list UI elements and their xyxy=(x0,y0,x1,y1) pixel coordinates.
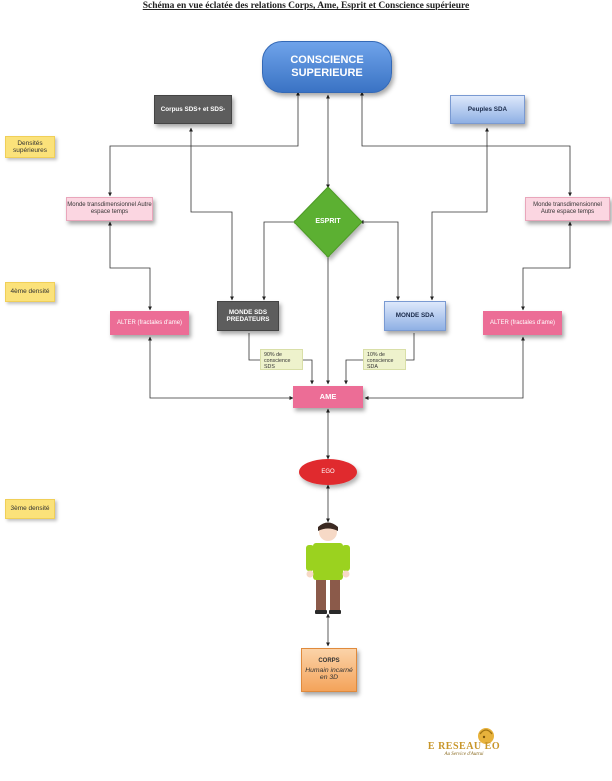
percent-sda-line-3: SDA xyxy=(367,364,378,371)
monde-sda-node: MONDE SDA xyxy=(384,301,446,331)
monde-sds-node: MONDE SDS PREDATEURS xyxy=(217,301,279,331)
edge-monde-trans-alter-left xyxy=(108,221,152,311)
ame-node: AME xyxy=(293,386,363,408)
note-densites-superieures: Densités supérieures xyxy=(5,136,55,158)
percent-sda-line-1: 10% de xyxy=(367,352,385,358)
ego-label: EGO xyxy=(321,468,335,475)
edge-peuples-monde-sda xyxy=(430,127,489,301)
edge-corpus-monde-sds xyxy=(189,127,234,301)
human-figure-icon xyxy=(306,522,350,614)
percent-sds-line-1: 90% de xyxy=(264,352,282,358)
logo-brand-text: E RESEAU EO xyxy=(427,741,501,752)
edge-esprit-monde-sda xyxy=(359,220,400,301)
corps-node: CORPS Humain incarné en 3D xyxy=(301,648,357,692)
percent-sda-note: 10% de conscience SDA xyxy=(363,349,406,370)
corpus-sds-label: Corpus SDS+ et SDS- xyxy=(160,105,226,113)
edge-alter-right-ame xyxy=(364,336,525,400)
percent-sds-line-2: conscience xyxy=(264,358,291,365)
percent-sda-line-2: conscience xyxy=(367,358,394,365)
corps-title-label: CORPS xyxy=(318,658,340,665)
conscience-superieure-node: CONSCIENCE SUPERIEURE xyxy=(262,41,392,93)
note-4eme-label: 4ème densité xyxy=(10,288,50,296)
note-densites-label: Densités supérieures xyxy=(13,139,47,154)
monde-sda-label: MONDE SDA xyxy=(395,312,435,320)
reseau-leo-logo-icon xyxy=(478,728,494,744)
ego-node-shape xyxy=(299,459,357,485)
page-title: Schéma en vue éclatée des relations Corp… xyxy=(142,1,470,11)
monde-transdimensionnel-left-node: Monde transdimensionnel Autre espace tem… xyxy=(66,197,153,221)
edge-monde-trans-alter-right xyxy=(521,221,572,311)
logo-tagline-text: Au Service d'Autrui xyxy=(444,752,484,757)
ego-node: EGO xyxy=(300,463,356,481)
peuples-sda-label: Peuples SDA xyxy=(467,105,508,113)
corps-sub-label: Humain incarné en 3D xyxy=(305,666,353,682)
edge-esprit-monde-sds xyxy=(262,220,299,301)
note-4eme-densite: 4ème densité xyxy=(5,282,55,302)
percent-sds-note: 90% de conscience SDS xyxy=(260,349,303,370)
esprit-node: ESPRIT xyxy=(298,212,358,232)
monde-sds-label: MONDE SDS PREDATEURS xyxy=(226,308,270,323)
alter-right-node: ALTER (fractales d'ame) xyxy=(483,311,562,335)
alter-left-label: ALTER (fractales d'ame) xyxy=(116,319,183,326)
edge-alter-left-ame xyxy=(148,336,294,400)
corpus-sds-node: Corpus SDS+ et SDS- xyxy=(154,95,232,124)
monde-trans-right-label: Monde transdimensionnel Autre espace tem… xyxy=(533,202,602,215)
alter-left-node: ALTER (fractales d'ame) xyxy=(110,311,189,335)
conscience-label: CONSCIENCE SUPERIEURE xyxy=(290,54,364,79)
esprit-node-shape xyxy=(293,186,363,258)
note-3eme-densite: 3ème densité xyxy=(5,499,55,519)
note-3eme-label: 3ème densité xyxy=(10,505,50,513)
ame-label: AME xyxy=(319,391,337,401)
peuples-sda-node: Peuples SDA xyxy=(450,95,525,124)
reseau-leo-logo: E RESEAU EO Au Service d'Autrui xyxy=(423,741,505,771)
monde-transdimensionnel-right-node: Monde transdimensionnel Autre espace tem… xyxy=(525,197,610,221)
monde-trans-left-label: Monde transdimensionnel Autre espace tem… xyxy=(67,202,152,215)
esprit-label: ESPRIT xyxy=(315,217,341,225)
alter-right-label: ALTER (fractales d'ame) xyxy=(489,319,556,326)
percent-sds-line-3: SDS xyxy=(264,364,275,371)
